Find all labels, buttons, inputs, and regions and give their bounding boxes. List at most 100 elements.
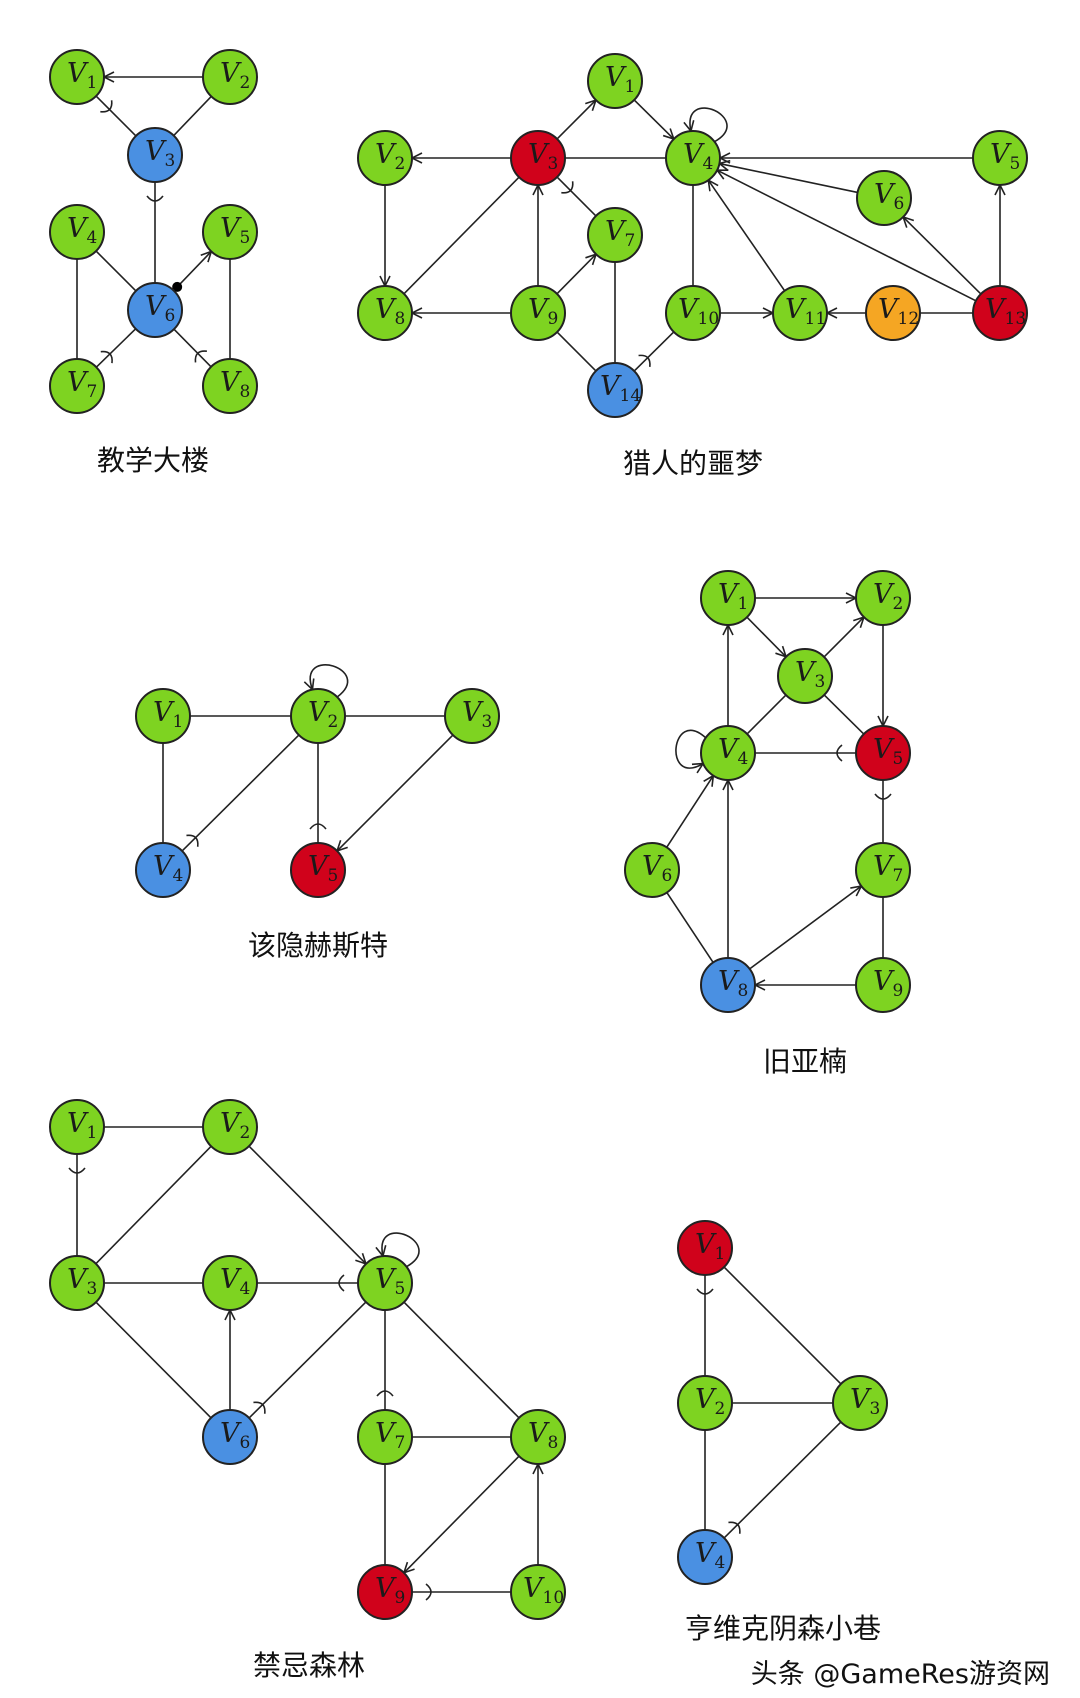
node-subscript: 5 bbox=[240, 228, 251, 248]
edge-g3-v4-v2 bbox=[181, 734, 300, 852]
edges-g3 bbox=[162, 664, 454, 852]
node-circle bbox=[855, 842, 911, 898]
edges-g6 bbox=[696, 1266, 842, 1539]
node-subscript: 5 bbox=[328, 866, 339, 886]
node-g3-v4: V4 bbox=[135, 842, 191, 898]
node-g5-v6: V6 bbox=[202, 1409, 258, 1465]
edge-g6-v4-v3-hook bbox=[728, 1521, 741, 1534]
node-circle bbox=[677, 1529, 733, 1585]
node-subscript: 2 bbox=[395, 154, 406, 174]
node-subscript: 7 bbox=[625, 231, 636, 251]
node-subscript: 2 bbox=[240, 1123, 251, 1143]
node-g6-v1: V1 bbox=[677, 1220, 733, 1276]
node-g2-v8: V8 bbox=[357, 285, 413, 341]
node-g5-v5: V5 bbox=[357, 1255, 413, 1311]
node-g2-v10: V10 bbox=[665, 285, 721, 341]
node-label: V3 bbox=[462, 697, 492, 732]
node-subscript: 9 bbox=[395, 1588, 406, 1608]
edge-g2-v6-v4 bbox=[719, 164, 858, 194]
edge-g1-v1-v3 bbox=[95, 95, 137, 137]
node-subscript: 9 bbox=[548, 309, 559, 329]
edge-g4-v6-v8 bbox=[666, 892, 714, 963]
node-circle bbox=[202, 1409, 258, 1465]
node-subscript: 1 bbox=[87, 73, 98, 93]
node-subscript: 5 bbox=[395, 1279, 406, 1299]
edge-g2-v13-v6 bbox=[903, 217, 982, 295]
edge-g1-v4-v6 bbox=[95, 250, 137, 292]
edge-g5-v5-v8 bbox=[403, 1301, 520, 1419]
node-circle bbox=[972, 285, 1028, 341]
node-subscript: 5 bbox=[893, 749, 904, 769]
node-subscript: 3 bbox=[870, 1399, 881, 1419]
node-label: V3 bbox=[145, 136, 175, 171]
node-subscript: 13 bbox=[1005, 309, 1027, 329]
edge-g5-v5-v5-loop bbox=[382, 1232, 420, 1268]
edges-g5 bbox=[68, 1126, 538, 1601]
node-circle bbox=[357, 1564, 413, 1620]
node-label: V8 bbox=[375, 294, 405, 329]
node-circle bbox=[510, 1409, 566, 1465]
node-circle bbox=[677, 1375, 733, 1431]
node-label: V5 bbox=[873, 734, 903, 769]
node-subscript: 3 bbox=[482, 712, 493, 732]
edge-g4-v5-v4-hook bbox=[836, 744, 843, 762]
edge-g2-v14-v10 bbox=[633, 331, 675, 372]
node-g5-v2: V2 bbox=[202, 1099, 258, 1155]
edge-g4-v6-v4 bbox=[666, 776, 714, 848]
edge-g5-v6-v5-hook bbox=[253, 1401, 266, 1414]
node-g5-v3: V3 bbox=[49, 1255, 105, 1311]
node-subscript: 7 bbox=[87, 382, 98, 402]
edge-g1-v1-v3-hook bbox=[100, 100, 113, 113]
node-subscript: 2 bbox=[715, 1399, 726, 1419]
node-subscript: 4 bbox=[87, 228, 98, 248]
node-subscript: 4 bbox=[715, 1553, 726, 1573]
edge-g1-v8-v6 bbox=[173, 328, 212, 368]
node-subscript: 11 bbox=[805, 309, 827, 329]
node-circle bbox=[665, 285, 721, 341]
node-g1-v7: V7 bbox=[49, 358, 105, 414]
node-circle bbox=[357, 285, 413, 341]
node-g4-v3: V3 bbox=[777, 648, 833, 704]
node-circle bbox=[135, 688, 191, 744]
node-subscript: 1 bbox=[173, 712, 184, 732]
edge-g2-v14-v10-hook bbox=[638, 354, 651, 367]
node-circle bbox=[865, 285, 921, 341]
node-subscript: 1 bbox=[87, 1123, 98, 1143]
node-g2-v7: V7 bbox=[587, 207, 643, 263]
node-g1-v1: V1 bbox=[49, 49, 105, 105]
node-g6-v3: V3 bbox=[832, 1375, 888, 1431]
node-circle bbox=[49, 1255, 105, 1311]
edge-g2-v1-v4 bbox=[633, 99, 674, 139]
node-subscript: 8 bbox=[395, 309, 406, 329]
node-g3-v3: V3 bbox=[444, 688, 500, 744]
node-g2-v1: V1 bbox=[587, 53, 643, 109]
node-subscript: 10 bbox=[698, 309, 720, 329]
edge-g4-v3-v5 bbox=[823, 694, 865, 735]
edge-g5-v7-v5-hook bbox=[376, 1390, 394, 1397]
node-circle bbox=[510, 130, 566, 186]
node-g2-v2: V2 bbox=[357, 130, 413, 186]
node-subscript: 4 bbox=[703, 154, 714, 174]
edge-g5-v1-v3-hook bbox=[68, 1167, 86, 1174]
edge-g2-v4-v4-loop bbox=[690, 107, 728, 143]
node-subscript: 6 bbox=[165, 306, 176, 326]
node-g5-v7: V7 bbox=[357, 1409, 413, 1465]
edge-g6-v1-v3 bbox=[723, 1266, 842, 1385]
node-circle bbox=[202, 49, 258, 105]
node-g5-v10: V10 bbox=[510, 1564, 566, 1620]
node-subscript: 1 bbox=[738, 594, 749, 614]
edge-g5-v9-v10-hook bbox=[425, 1583, 432, 1601]
node-subscript: 4 bbox=[240, 1279, 251, 1299]
node-g2-v12: V12 bbox=[865, 285, 921, 341]
node-g3-v5: V5 bbox=[290, 842, 346, 898]
edge-g2-v3-v8 bbox=[403, 176, 520, 295]
node-subscript: 1 bbox=[715, 1244, 726, 1264]
node-g4-v4: V4 bbox=[700, 725, 756, 781]
node-g1-v3: V3 bbox=[127, 127, 183, 183]
edge-g1-v3-v6-hook bbox=[146, 195, 164, 202]
node-circle bbox=[49, 204, 105, 260]
node-circle bbox=[855, 725, 911, 781]
node-label: V5 bbox=[308, 851, 338, 886]
node-subscript: 12 bbox=[898, 309, 920, 329]
edge-g6-v4-v3 bbox=[723, 1421, 842, 1539]
